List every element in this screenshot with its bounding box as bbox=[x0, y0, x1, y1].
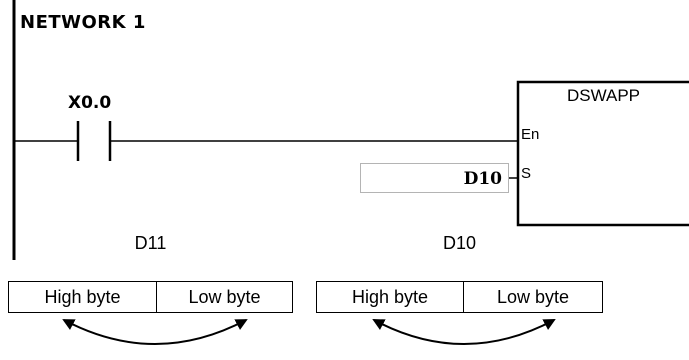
instruction-name: DSWAPP bbox=[566, 86, 641, 105]
d11-low-byte: Low byte bbox=[156, 282, 292, 312]
swap-arrow-d11 bbox=[62, 319, 248, 345]
register-d11-bytes: High byte Low byte bbox=[8, 281, 293, 313]
operand-value: D10 bbox=[463, 169, 502, 189]
register-d10-bytes: High byte Low byte bbox=[316, 281, 603, 313]
network-title: NETWORK 1 bbox=[20, 12, 146, 33]
d10-high-byte: High byte bbox=[317, 282, 463, 312]
operand-field[interactable]: D10 bbox=[360, 163, 509, 193]
pin-s: S bbox=[521, 165, 532, 182]
pin-en: En bbox=[521, 126, 540, 143]
instruction-block bbox=[516, 80, 689, 227]
register-d10-label: D10 bbox=[442, 233, 477, 253]
d11-high-byte: High byte bbox=[9, 282, 156, 312]
d10-low-byte: Low byte bbox=[463, 282, 602, 312]
swap-arrow-d10 bbox=[372, 319, 556, 345]
contact-label: X0.0 bbox=[68, 93, 112, 113]
register-d11-label: D11 bbox=[134, 233, 167, 253]
